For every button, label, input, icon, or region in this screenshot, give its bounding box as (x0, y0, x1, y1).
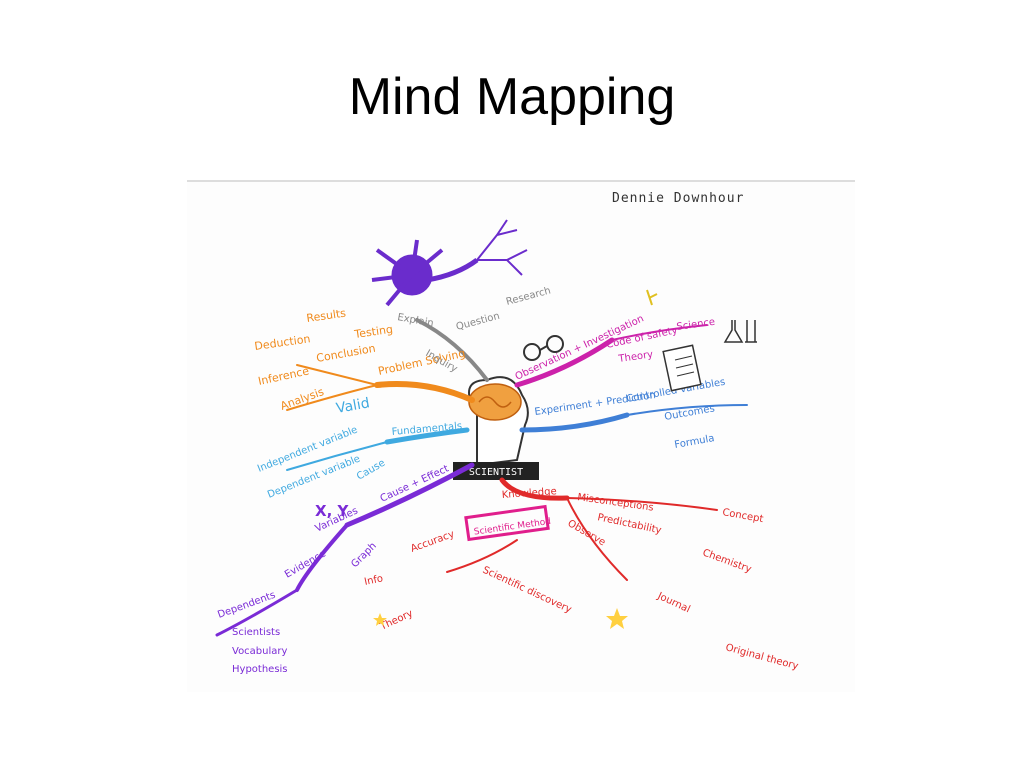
violet-sub-label: Scientists (232, 627, 280, 638)
notepad-icon (662, 344, 702, 392)
author-label: Dennie Downhour (612, 191, 744, 206)
star-icon (373, 608, 628, 629)
lightbulb-icon (646, 289, 658, 306)
neuron-drawing (371, 219, 528, 307)
violet-sub-label: Dependents (216, 590, 277, 621)
magenta-sub-label: Theory (617, 349, 654, 365)
violet-sub-label: Graph (349, 541, 378, 570)
orange-sub-label: Analysis (279, 385, 326, 413)
center-label: SCIENTIST (469, 467, 523, 478)
blue-sub-label: Formula (674, 433, 716, 451)
violet-sub-label: Hypothesis (232, 664, 288, 675)
magenta-main-label: Observation + Investigation (514, 313, 646, 382)
red-sub-label: Original theory (724, 642, 799, 672)
branch-lines (215, 318, 748, 637)
red-sub-label: Scientific discovery (481, 565, 573, 616)
magenta-sub-label: Science (676, 317, 716, 333)
orange-sub-label: Deduction (254, 332, 312, 353)
red-sub-label: Misconceptions (577, 492, 655, 514)
red-sub-label: Concept (721, 507, 764, 525)
gray-sub-label: Question (455, 311, 501, 333)
red-sub-label: Predictability (596, 512, 662, 536)
glasses-icon (523, 335, 564, 361)
center-head: SCIENTIST (453, 376, 539, 480)
flask-icon (723, 320, 757, 343)
red-sub-label: Journal (655, 590, 692, 615)
gray-sub-label: Explain (396, 312, 434, 329)
teal-sub-label: Valid (335, 395, 371, 417)
blue-sub-label: Outcomes (664, 403, 716, 423)
red-main-label: Knowledge (501, 486, 557, 501)
violet-sub-label: X, Y (315, 502, 349, 520)
orange-sub-label: Results (306, 307, 347, 325)
red-sub-label: Accuracy (409, 529, 456, 555)
orange-sub-label: Conclusion (315, 342, 376, 365)
red-sub-label: Info (363, 573, 384, 588)
gray-sub-label: Research (505, 285, 552, 307)
orange-sub-label: Inference (257, 364, 310, 388)
slide-title: Mind Mapping (348, 68, 676, 126)
mind-map-illustration: Dennie Downhour SCIENTIST (187, 180, 855, 692)
orange-sub-label: Testing (353, 323, 394, 341)
red-sub-label: Chemistry (701, 547, 753, 575)
violet-sub-label: Vocabulary (232, 646, 288, 657)
